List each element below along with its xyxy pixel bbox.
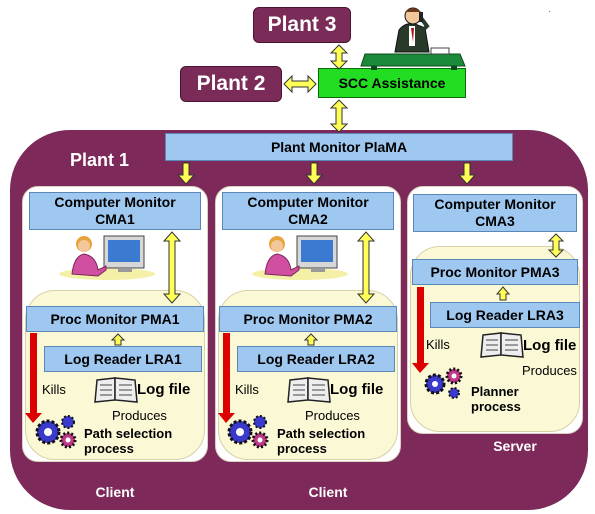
process2-line2: process <box>277 441 327 456</box>
cm1-line2: CMA1 <box>95 211 135 227</box>
cm3-line1: Computer Monitor <box>434 196 556 212</box>
plant-monitor-bar: Plant Monitor PlaMA <box>165 133 513 161</box>
process1-line1: Path selection <box>84 426 173 441</box>
arrow-plant2-scc <box>283 74 317 94</box>
scc-assistance-box: SCC Assistance <box>318 68 466 98</box>
computer-monitor-cma3: Computer Monitor CMA3 <box>413 194 577 232</box>
produces-label-1: Produces <box>112 408 167 423</box>
server-label: Server <box>493 438 537 454</box>
logfile-label-2: Log file <box>330 381 384 398</box>
process1-line2: process <box>84 441 134 456</box>
plant2-box: Plant 2 <box>180 66 282 102</box>
cm3-line2: CMA3 <box>475 213 515 229</box>
svg-text:·: · <box>548 6 551 17</box>
kills-label-3: Kills <box>426 337 450 352</box>
plant1-label: Plant 1 <box>70 150 130 170</box>
produces-label-3: Produces <box>522 363 577 378</box>
log-reader-lra3: Log Reader LRA3 <box>430 302 580 328</box>
log-reader-lra1: Log Reader LRA1 <box>44 346 202 372</box>
client1-label: Client <box>95 484 135 500</box>
kills-label-1: Kills <box>42 382 66 397</box>
process3-line1: Planner <box>471 384 519 399</box>
arrow-plant3-scc <box>329 44 349 70</box>
cm1-line1: Computer Monitor <box>54 194 176 210</box>
cm2-line2: CMA2 <box>288 211 328 227</box>
logfile-label-1: Log file <box>137 381 191 398</box>
cm2-line1: Computer Monitor <box>247 194 369 210</box>
produces-label-2: Produces <box>305 408 360 423</box>
process-label-3: Planner process <box>471 384 521 414</box>
arrow-scc-plama <box>329 99 349 133</box>
process2-line1: Path selection <box>277 426 366 441</box>
proc-monitor-pma3: Proc Monitor PMA3 <box>412 259 578 285</box>
process-label-1: Path selection process <box>84 426 172 456</box>
computer-monitor-cma2: Computer Monitor CMA2 <box>222 192 394 230</box>
logfile-label-3: Log file <box>523 337 577 354</box>
client2-label: Client <box>308 484 348 500</box>
kills-label-2: Kills <box>235 382 259 397</box>
log-reader-lra2: Log Reader LRA2 <box>237 346 395 372</box>
computer-monitor-cma1: Computer Monitor CMA1 <box>29 192 201 230</box>
process3-line2: process <box>471 399 521 414</box>
proc-monitor-pma1: Proc Monitor PMA1 <box>26 306 204 332</box>
process-label-2: Path selection process <box>277 426 365 456</box>
proc-monitor-pma2: Proc Monitor PMA2 <box>219 306 397 332</box>
plant3-box: Plant 3 <box>253 7 351 43</box>
